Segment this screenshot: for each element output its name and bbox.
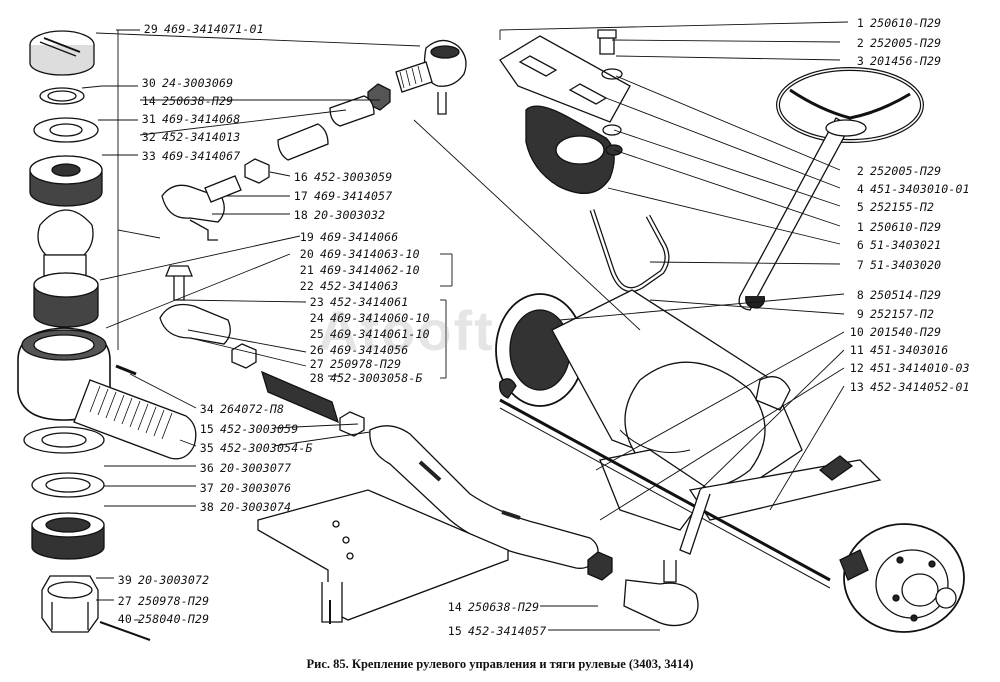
- watermark-text: Atooft: [318, 299, 495, 362]
- figure-caption: Рис. 85. Крепление рулевого управления и…: [306, 657, 694, 671]
- front-axle-assembly: [495, 289, 965, 633]
- steering-column-mount: [499, 29, 924, 311]
- bent-tie-rod: [257, 425, 699, 627]
- leader-lines: [81, 21, 849, 631]
- ball-joint-stack: [17, 30, 197, 641]
